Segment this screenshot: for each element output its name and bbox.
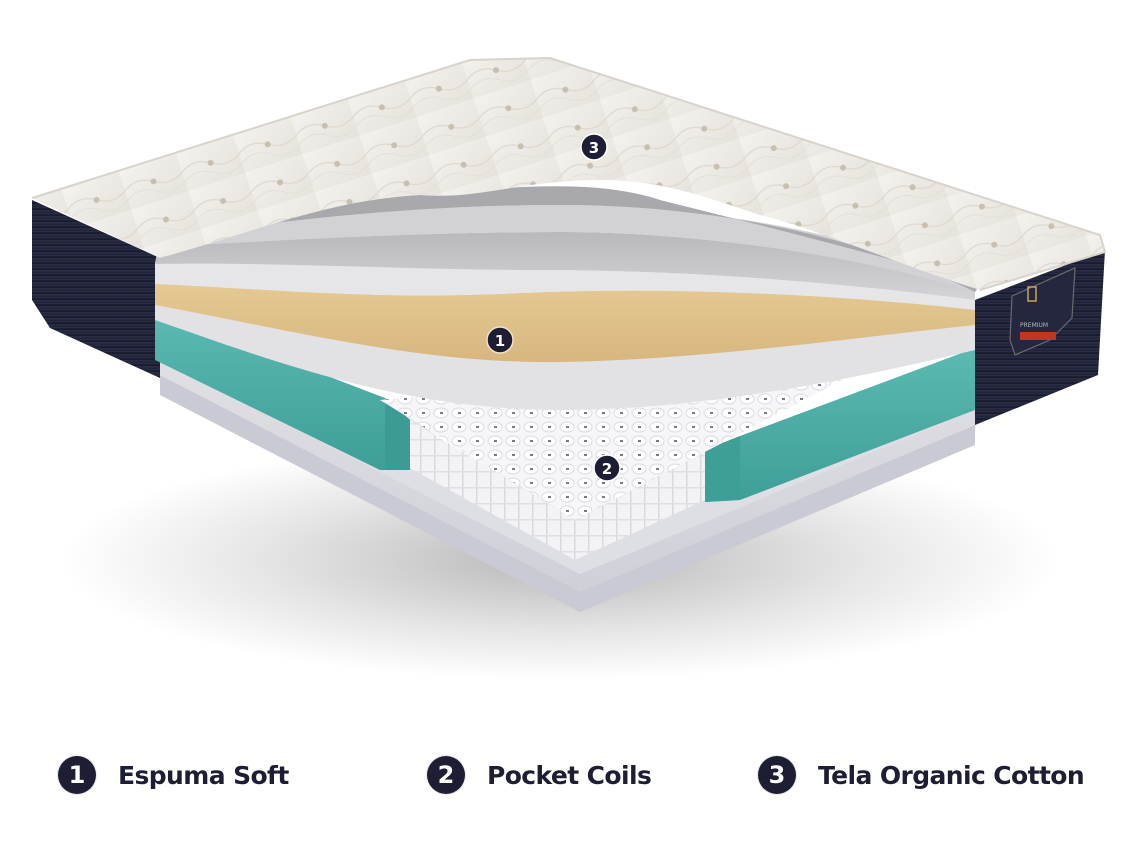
side-panel-left <box>32 200 160 378</box>
svg-text:2: 2 <box>602 460 612 478</box>
teal-foam-left <box>155 310 410 470</box>
gray-foam-layer-3 <box>155 262 975 310</box>
marker-2: 2 <box>593 454 621 482</box>
teal-foam-right <box>705 348 975 502</box>
legend-label: Tela Organic Cotton <box>818 760 1085 790</box>
number-badge-icon: 3 <box>758 756 796 794</box>
mattress-illustration: PREMIUM <box>31 56 1107 680</box>
espuma-soft-layer <box>155 282 975 363</box>
brand-tag: PREMIUM <box>1009 267 1076 356</box>
number-badge-icon: 1 <box>58 756 96 794</box>
svg-text:PREMIUM: PREMIUM <box>1020 322 1048 329</box>
legend-item-pocket-coils: 2 Pocket Coils <box>427 752 652 798</box>
marker-1: 1 <box>486 326 514 354</box>
legend-item-espuma-soft: 1 Espuma Soft <box>58 752 289 798</box>
layer-legend: 1 Espuma Soft 2 Pocket Coils 3 Tela Orga… <box>0 752 1140 802</box>
gray-foam-layer-2 <box>155 232 975 300</box>
marker-3: 3 <box>580 133 608 161</box>
fiber-layer <box>150 186 980 292</box>
svg-text:1: 1 <box>495 332 505 350</box>
number-badge-icon: 2 <box>427 756 465 794</box>
quilted-cover <box>32 58 1105 290</box>
svg-text:3: 3 <box>589 139 599 157</box>
legend-label: Pocket Coils <box>487 760 652 790</box>
legend-label: Espuma Soft <box>118 760 289 790</box>
legend-item-tela-organic-cotton: 3 Tela Organic Cotton <box>758 752 1085 798</box>
